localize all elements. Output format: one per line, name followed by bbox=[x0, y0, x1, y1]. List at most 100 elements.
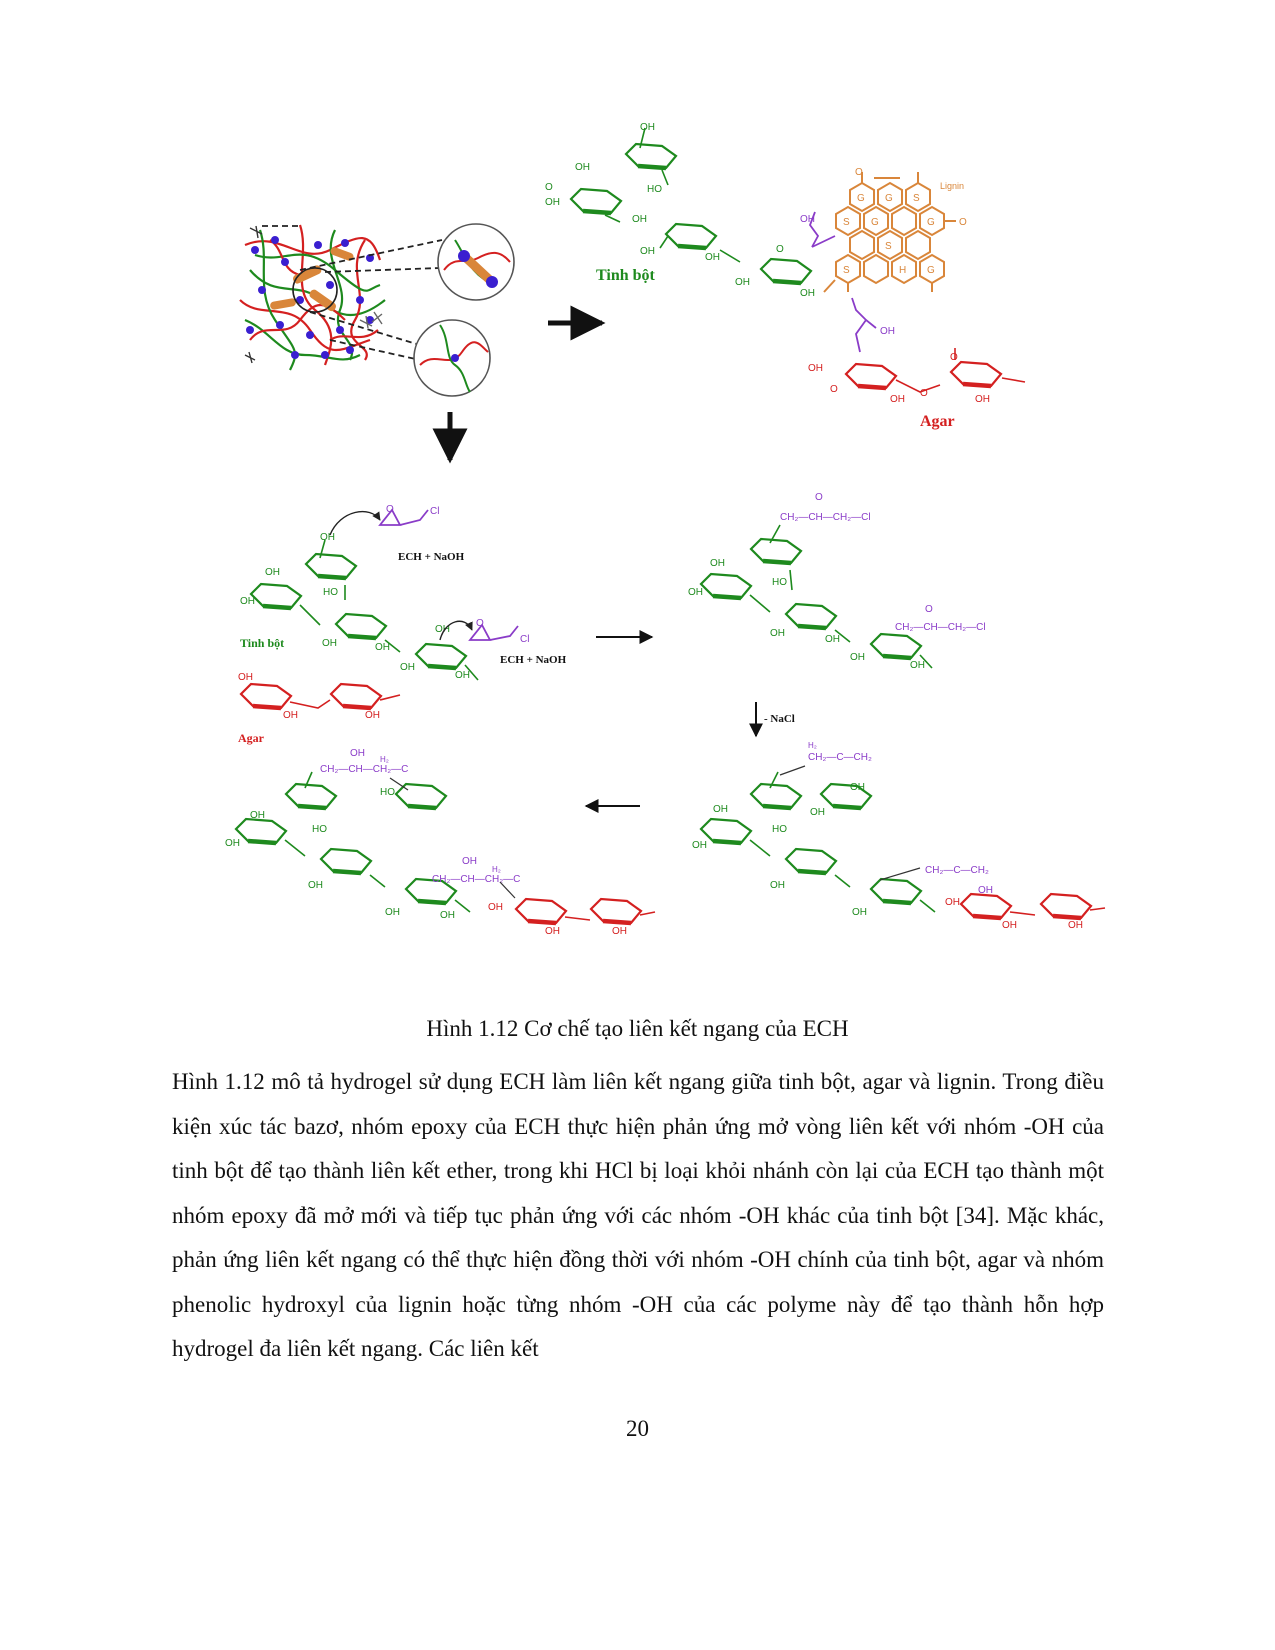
oh-label: OH bbox=[400, 662, 415, 673]
oh-label: OH bbox=[852, 907, 867, 918]
lignin-unit-g: G bbox=[885, 193, 893, 204]
oh-label: OH bbox=[320, 532, 335, 543]
reaction-product: OH OH HO OH HO OH OH CH₂—CH—CH₂—C OH H₂ … bbox=[225, 748, 656, 937]
linker-chain: CH₂—CH—CH₂—C bbox=[320, 764, 408, 775]
oh-label: OH bbox=[575, 162, 590, 173]
oh-label: OH bbox=[640, 122, 655, 133]
oh-label: OH bbox=[825, 634, 840, 645]
oh-label: OH bbox=[770, 880, 785, 891]
o-label: O bbox=[776, 244, 784, 255]
lignin-unit-s: S bbox=[913, 193, 920, 204]
oh-label: OH bbox=[945, 897, 960, 908]
composite-structure: OH OH O OH HO OH OH OH OH OH Tinh bột bbox=[545, 122, 1026, 430]
linker-chain: CH₂—CH—CH₂—Cl bbox=[895, 622, 986, 633]
oh-label: OH bbox=[850, 652, 865, 663]
oh-label: OH bbox=[978, 885, 993, 896]
magnified-entanglement-circle bbox=[413, 319, 491, 397]
oh-label: OH bbox=[850, 782, 865, 793]
body-paragraph: Hình 1.12 mô tả hydrogel sử dụng ECH làm… bbox=[172, 1069, 1104, 1361]
oh-label: OH bbox=[688, 587, 703, 598]
oh-label: OH bbox=[225, 838, 240, 849]
o-label: O bbox=[950, 352, 958, 363]
lignin-unit-g: G bbox=[927, 217, 935, 228]
oh-label: OH bbox=[1002, 920, 1017, 931]
oh-label: OH bbox=[350, 748, 365, 759]
reaction-step-1: OH OH OH HO OH OH OH OH OH Tinh bột O Cl… bbox=[238, 504, 567, 745]
oh-label: OH bbox=[975, 394, 990, 405]
o-label: O bbox=[920, 388, 928, 399]
o-label: O bbox=[386, 504, 394, 515]
oh-label: OH bbox=[713, 804, 728, 815]
oh-label: OH bbox=[545, 197, 560, 208]
oh-label: OH bbox=[385, 907, 400, 918]
oh-label: OH bbox=[612, 926, 627, 937]
oh-label: OH bbox=[462, 856, 477, 867]
h2-label: H₂ bbox=[808, 741, 817, 750]
oh-label: OH bbox=[435, 624, 450, 635]
oh-label: OH bbox=[692, 840, 707, 851]
lignin-unit-h: H bbox=[899, 265, 906, 276]
o-label: O bbox=[815, 492, 823, 503]
lignin-label: Lignin bbox=[940, 181, 964, 191]
o-label: O bbox=[476, 618, 484, 629]
oh-label: OH bbox=[710, 558, 725, 569]
o-label: O bbox=[959, 217, 967, 228]
oh-label: OH bbox=[910, 660, 925, 671]
cl-label: Cl bbox=[430, 506, 439, 517]
ho-label: HO bbox=[772, 824, 787, 835]
ho-label: HO bbox=[647, 184, 662, 195]
linker-chain: CH₂—CH—CH₂—C bbox=[432, 874, 520, 885]
ho-label: HO bbox=[772, 577, 787, 588]
oh-label: OH bbox=[265, 567, 280, 578]
reaction-step-3: OH OH HO OH OH OH OH CH₂—C—CH₂ H₂ CH₂—C—… bbox=[692, 741, 1106, 931]
oh-label: OH bbox=[640, 246, 655, 257]
ho-label: HO bbox=[323, 587, 338, 598]
starch-label-top: Tinh bột bbox=[596, 267, 656, 284]
lignin-unit-g: G bbox=[857, 193, 865, 204]
cl-label: Cl bbox=[520, 634, 529, 645]
figure-caption: Hình 1.12 Cơ chế tạo liên kết ngang của … bbox=[426, 1016, 849, 1041]
oh-label: OH bbox=[250, 810, 265, 821]
lignin-unit-s: S bbox=[843, 265, 850, 276]
oh-label: OH bbox=[890, 394, 905, 405]
h2-label: H₂ bbox=[380, 755, 389, 764]
oh-label: OH bbox=[455, 670, 470, 681]
reagent-label: ECH + NaOH bbox=[398, 551, 465, 563]
linker-chain: CH₂—C—CH₂ bbox=[808, 752, 872, 763]
oh-label: OH bbox=[705, 252, 720, 263]
lignin-block bbox=[823, 172, 956, 293]
o-label: O bbox=[545, 182, 553, 193]
oh-label: OH bbox=[238, 672, 253, 683]
o-label: O bbox=[830, 384, 838, 395]
linker-chain: CH₂—C—CH₂ bbox=[925, 865, 989, 876]
lignin-unit-s: S bbox=[843, 217, 850, 228]
agar-label-mid: Agar bbox=[238, 731, 265, 745]
oh-label: OH bbox=[240, 596, 255, 607]
agar-label-top: Agar bbox=[920, 413, 955, 430]
oh-label: OH bbox=[632, 214, 647, 225]
reaction-step-2: OH OH HO OH OH OH OH CH₂—CH—CH₂—Cl CH₂—C… bbox=[688, 492, 986, 671]
reagent-label: ECH + NaOH bbox=[500, 654, 567, 666]
oh-label: OH bbox=[880, 326, 895, 337]
oh-label: OH bbox=[1068, 920, 1083, 931]
lignin-unit-g: G bbox=[927, 265, 935, 276]
o-label: O bbox=[855, 167, 863, 178]
nacl-label: - NaCl bbox=[764, 713, 795, 725]
page-number: 20 bbox=[626, 1416, 649, 1441]
oh-label: OH bbox=[800, 288, 815, 299]
oh-label: OH bbox=[800, 214, 815, 225]
oh-label: OH bbox=[440, 910, 455, 921]
h2-label: H₂ bbox=[492, 865, 501, 874]
linker-chain: CH₂—CH—CH₂—Cl bbox=[780, 512, 871, 523]
oh-label: OH bbox=[545, 926, 560, 937]
oh-label: OH bbox=[808, 363, 823, 374]
lignin-unit-g: G bbox=[871, 217, 879, 228]
oh-label: OH bbox=[365, 710, 380, 721]
o-label: O bbox=[925, 604, 933, 615]
ho-label: HO bbox=[380, 787, 395, 798]
crosslinking-mechanism-figure: OH OH O OH HO OH OH OH OH OH Tinh bột bbox=[225, 122, 1106, 937]
oh-label: OH bbox=[488, 902, 503, 913]
ho-label: HO bbox=[312, 824, 327, 835]
oh-label: OH bbox=[735, 277, 750, 288]
oh-label: OH bbox=[375, 642, 390, 653]
